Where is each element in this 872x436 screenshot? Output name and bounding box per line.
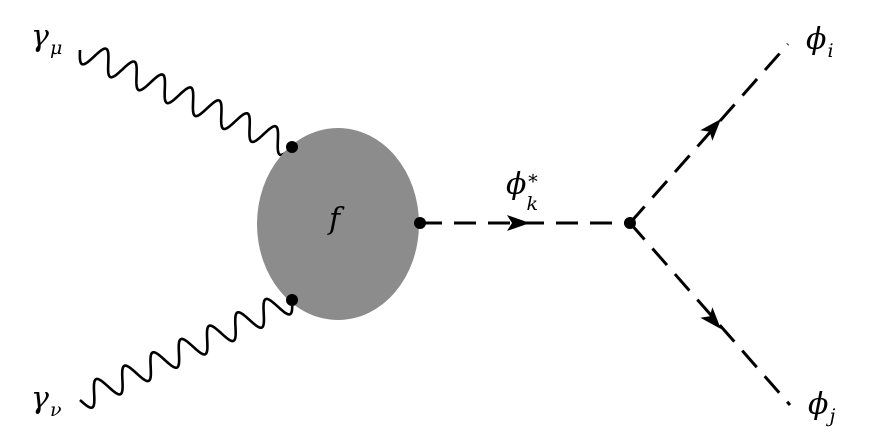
label-blob-f: f [329, 202, 341, 237]
photon-line-nu [79, 297, 294, 410]
label-gamma-mu: γμ [31, 19, 63, 59]
photon-line-mu [78, 47, 293, 157]
arrow-propagator [507, 215, 530, 231]
arrow-line-i [700, 118, 721, 141]
label-gamma-nu: γν [31, 381, 62, 421]
vertex-decay [624, 217, 636, 229]
arrow-line-j [700, 307, 721, 330]
vertex-photon-mu [286, 141, 298, 153]
label-phi-i: ϕi [806, 22, 834, 62]
scalar-line-j [628, 222, 792, 406]
form-factor-blob [257, 128, 419, 320]
vertex-photon-nu [286, 294, 298, 306]
scalar-line-i [628, 43, 790, 224]
vertex-blob-out [414, 217, 426, 229]
label-phi-j: ϕj [808, 387, 836, 427]
label-phi-k-star: ϕ∗k [506, 167, 540, 215]
